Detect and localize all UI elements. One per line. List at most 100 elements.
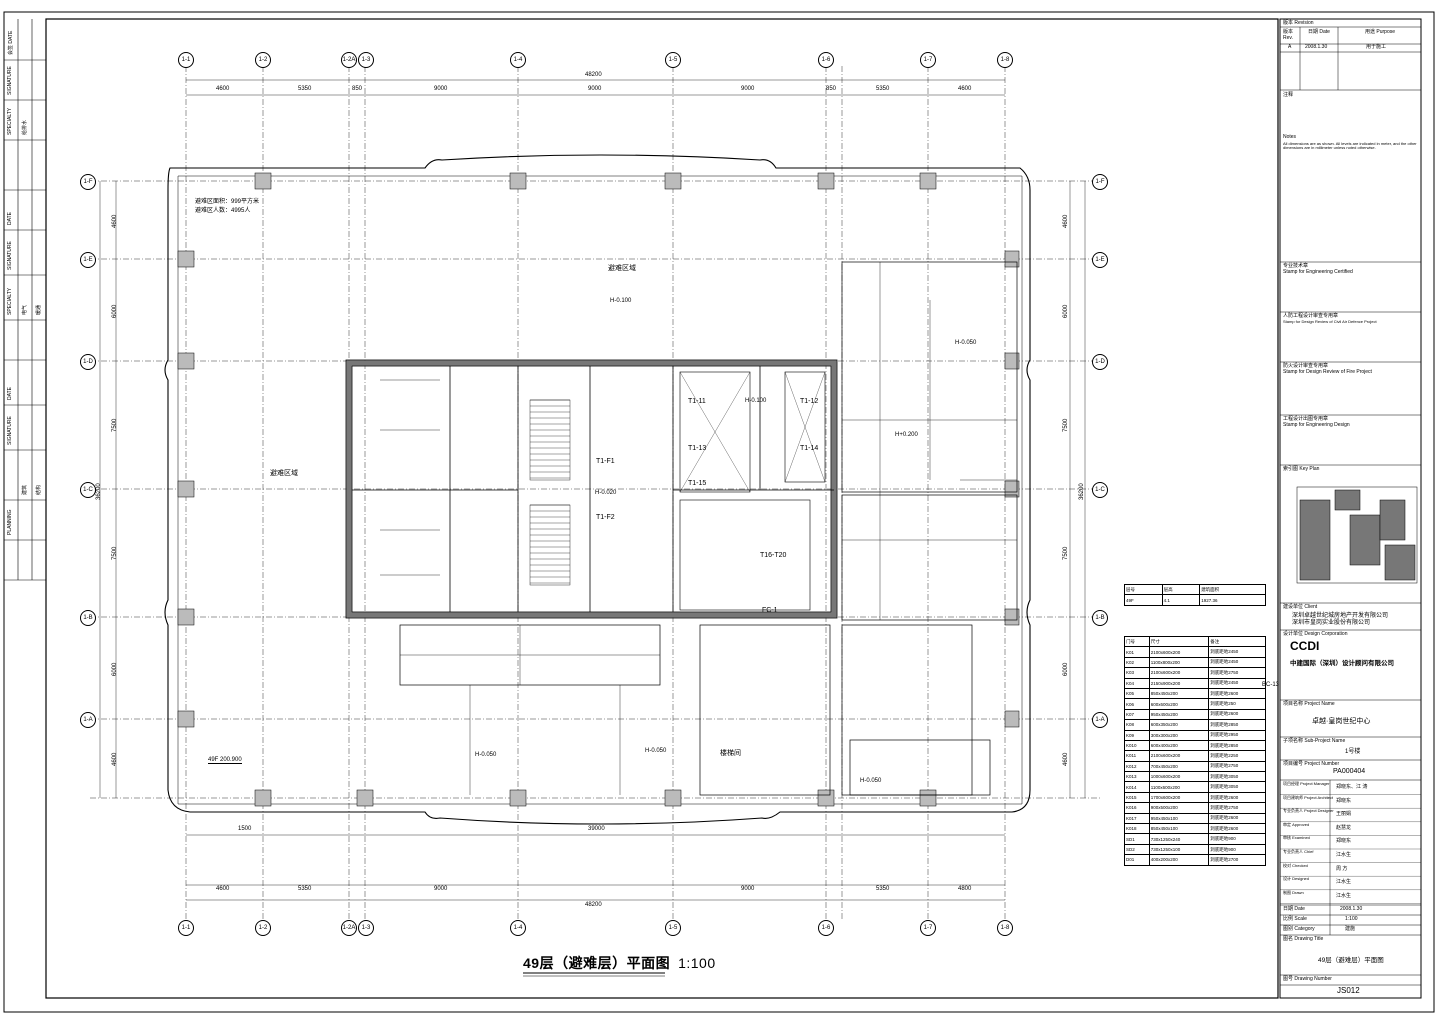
strip-label: DATE (7, 387, 13, 400)
elevation-mark: H-0.050 (860, 778, 882, 784)
opening-cell: K04 (1124, 677, 1150, 689)
opening-cell: K015 (1124, 791, 1150, 804)
dim-bottom-inner: 39000 (588, 826, 605, 832)
axis-bubble: 1-F (1092, 174, 1108, 190)
elevation-mark: H+0.200 (895, 432, 918, 438)
opening-cell: 950x450x200 (1148, 708, 1210, 721)
axis-bubble: 1-6 (818, 52, 834, 68)
opening-cell: K03 (1124, 667, 1150, 679)
dim-left: 7500 (112, 418, 118, 432)
stamp-label: 防火设计审查专用章 (1283, 363, 1329, 369)
dim-left: 4600 (112, 752, 118, 766)
date-value: 2008.1.30 (1340, 906, 1363, 912)
area-cell: 4.1 (1161, 594, 1201, 606)
drawing-title-value: 49层（避难层）平面图 (1318, 957, 1384, 964)
refuge-area-note: 避难区面积：999平方米 (195, 199, 260, 205)
opening-cell: K012 (1124, 760, 1150, 773)
role-person: 郑晓东、江 涛 (1336, 784, 1368, 790)
area-table-row: 49F 4.1 1927.36 (1124, 594, 1266, 606)
design-corp-name: 中建国际（深圳）设计顾问有限公司 (1290, 660, 1394, 667)
opening-cell: 洞底距地2700 (1208, 854, 1266, 866)
opening-cell: 洞底距地2450 (1208, 646, 1266, 658)
project-no: PA000404 (1333, 768, 1366, 775)
opening-cell: 洞底距地250 (1208, 698, 1266, 710)
role-person: 周 方 (1336, 865, 1348, 872)
area-col: 层高 (1161, 583, 1201, 596)
refuge-people-note: 避难区人数：4995人 (195, 208, 251, 214)
elevation-mark: H-0.050 (955, 340, 977, 346)
rev-head: 版本 Rev. (1283, 29, 1294, 41)
dim-bottom: 9000 (741, 886, 755, 892)
area-col: 建筑面积 (1199, 583, 1266, 596)
role-label: 校对 Checked (1283, 862, 1308, 868)
opening-cell: 洞底距地2850 (1208, 719, 1266, 731)
area-table-header: 层号 层高 建筑面积 (1124, 583, 1266, 596)
dim-right: 6000 (1063, 662, 1069, 676)
strip-label: DATE (7, 212, 13, 225)
stamp-label: 工程设计出图专用章 (1283, 416, 1329, 422)
opening-cell: 600x600x200 (1148, 698, 1210, 710)
opening-cell: K010 (1124, 739, 1150, 752)
axis-bubble: 1-A (1092, 712, 1108, 728)
opening-cell: K09 (1124, 729, 1150, 741)
notes-en-label: Notes (1283, 134, 1297, 140)
room-label: T16-T20 (760, 552, 787, 559)
dim-right: 7500 (1063, 418, 1069, 432)
drawing-no: JS012 (1337, 986, 1360, 995)
client-label: 建设单位 Client (1283, 604, 1318, 610)
strip-label: 会签 DATE (8, 30, 14, 55)
area-cell: 49F (1124, 594, 1163, 606)
rev-cell: 2008.1.30 (1305, 44, 1328, 50)
dim-top: 5350 (876, 86, 890, 92)
opening-cell: 600x350x200 (1148, 719, 1210, 731)
dim-left: 6000 (112, 304, 118, 318)
axis-bubble: 1-7 (920, 920, 936, 936)
client-name: 深圳卓越世纪城房地产开发有限公司 (1292, 613, 1389, 619)
axis-bubble: 1-6 (818, 920, 834, 936)
dim-top: 5350 (298, 86, 312, 92)
role-person: 郑晓东 (1336, 797, 1352, 804)
opening-cell: 洞底距地2750 (1208, 667, 1266, 679)
opening-cell: K07 (1124, 708, 1150, 721)
level-note: 49F 200.900 (208, 757, 242, 764)
opening-cell: 850x450x200 (1148, 687, 1210, 700)
strip-label: 建筑 (22, 484, 28, 495)
axis-bubble: 1-1 (178, 52, 194, 68)
axis-bubble: 1-2 (255, 52, 271, 68)
strip-label: SPECIALTY (7, 107, 13, 135)
dim-left: 4600 (112, 214, 118, 228)
opening-col: 尺寸 (1148, 635, 1210, 648)
dim-bottom: 9000 (434, 886, 448, 892)
dim-top-total: 48200 (585, 72, 602, 78)
stamp-label: Stamp for Engineering Design (1283, 422, 1350, 428)
opening-cell: 1100x800x200 (1148, 656, 1210, 669)
axis-bubble: 1-E (80, 252, 96, 268)
strip-label: SPECIALTY (7, 287, 13, 315)
dim-left: 6000 (112, 662, 118, 676)
strip-label: SIGNATURE (7, 416, 13, 445)
strip-label: 结构 (36, 484, 42, 495)
opening-cell: SD2 (1124, 843, 1150, 856)
role-person: 江水生 (1336, 852, 1352, 858)
sub-project: 1号楼 (1345, 749, 1361, 755)
dim-right: 6000 (1063, 304, 1069, 318)
elevation-mark: H-0.100 (745, 398, 767, 404)
room-label: T1-11 (688, 398, 706, 405)
opening-cell: K014 (1124, 781, 1150, 793)
axis-bubble: 1-3 (358, 52, 374, 68)
opening-cell: K02 (1124, 656, 1150, 669)
opening-cell: K018 (1124, 823, 1150, 835)
opening-cell: 2100x600x200 (1148, 667, 1210, 679)
axis-bubble: 1-D (1092, 354, 1108, 370)
room-label: 避难区域 (270, 470, 298, 477)
opening-cell: 洞底距地2600 (1208, 708, 1266, 721)
stamp-label: Stamp for Design Review of Civil Air Def… (1283, 319, 1377, 324)
dim-left-total: 36200 (96, 483, 102, 500)
